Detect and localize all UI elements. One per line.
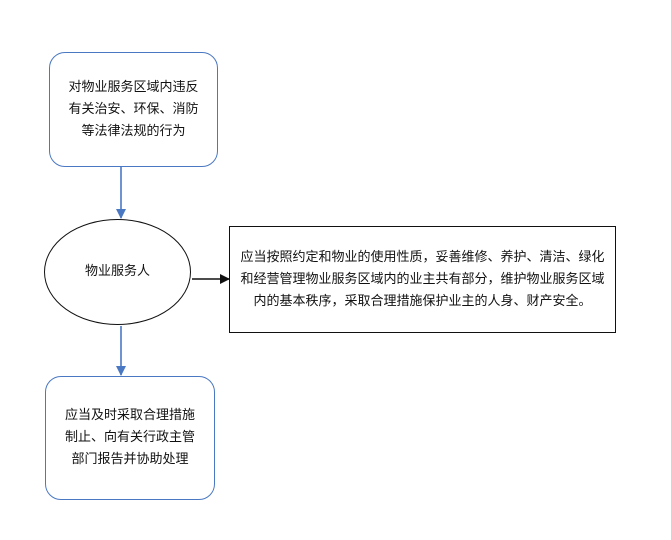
provider-text: 物业服务人 [84,264,150,279]
action-text: 应当及时采取合理措施制止、向有关行政主管部门报告并协助处理 [64,408,195,467]
violation-node: 对物业服务区域内违反有关治安、环保、消防等法律法规的行为 [49,52,218,167]
violation-text: 对物业服务区域内违反有关治安、环保、消防等法律法规的行为 [68,79,199,139]
duty-text: 应当按照约定和物业的使用性质，妥善维修、养护、清洁、绿化和经营管理物业服务区域内… [240,249,605,309]
duty-node: 应当按照约定和物业的使用性质，妥善维修、养护、清洁、绿化和经营管理物业服务区域内… [229,226,616,333]
provider-node: 物业服务人 [44,219,191,325]
action-node: 应当及时采取合理措施制止、向有关行政主管部门报告并协助处理 [45,376,215,500]
